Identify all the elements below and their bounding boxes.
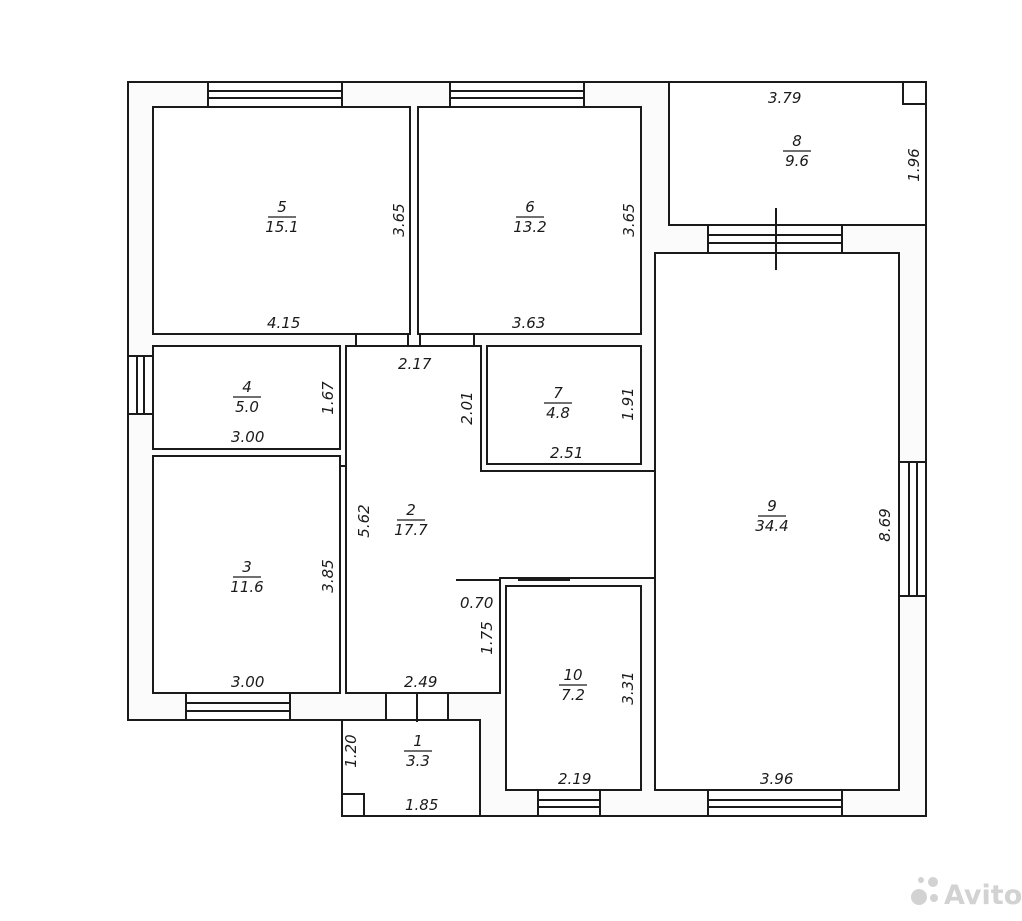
- dim-r3-width: 3.00: [231, 673, 264, 691]
- room-area: 7.2: [561, 686, 585, 704]
- room-number: 4: [242, 378, 252, 396]
- window-room-10: [537, 789, 601, 817]
- room-area: 13.2: [513, 218, 546, 236]
- dim-r4-width: 3.00: [231, 428, 264, 446]
- room-area: 15.1: [265, 218, 298, 236]
- window-room-6: [449, 81, 585, 108]
- room-number: 5: [277, 198, 287, 216]
- watermark: Avito: [911, 877, 1022, 911]
- room-3-label: 311.6: [230, 558, 263, 596]
- dim-r7-width: 2.51: [550, 444, 583, 462]
- dim-r6-width: 3.63: [512, 314, 545, 332]
- room-number: 2: [406, 501, 416, 519]
- room-6-label: 613.2: [513, 198, 546, 236]
- window-room-3: [185, 692, 291, 721]
- room-2-label: 217.7: [394, 501, 428, 539]
- room-1-label: 13.3: [404, 732, 432, 770]
- dim-r7-height: 1.91: [619, 387, 637, 420]
- dim-step-height: 1.75: [478, 621, 496, 654]
- room-8-label: 89.6: [783, 132, 811, 170]
- room-number: 10: [563, 666, 582, 684]
- dim-step-width: 0.70: [460, 594, 493, 612]
- niche-bottom-left: [341, 793, 365, 817]
- dim-r9-height: 8.69: [876, 508, 894, 541]
- dim-r2-top: 2.17: [398, 355, 432, 373]
- dim-r2-height: 5.62: [355, 504, 373, 537]
- avito-dots-icon: [911, 877, 938, 905]
- dim-r1-height: 1.20: [342, 734, 360, 767]
- dimension-labels: 4.15 3.65 3.63 3.65 3.79 1.96 3.00 1.67 …: [231, 89, 923, 814]
- dim-r3-height: 3.85: [319, 559, 337, 592]
- room-area: 4.8: [546, 404, 570, 422]
- window-room-4: [127, 355, 154, 415]
- room-8-outline: [668, 81, 927, 226]
- dim-r2-bottom: 2.49: [404, 673, 437, 691]
- dim-r4-height: 1.67: [319, 381, 337, 415]
- room-number: 9: [767, 497, 777, 515]
- window-room-9-bottom: [707, 789, 843, 817]
- window-room-9-right: [898, 461, 927, 597]
- dim-r5-height: 3.65: [390, 203, 408, 236]
- room-4-label: 45.0: [233, 378, 261, 416]
- dim-r10-height: 3.31: [619, 671, 637, 704]
- room-area: 17.7: [394, 521, 428, 539]
- room-number: 6: [525, 198, 535, 216]
- room-7-outline: [486, 345, 642, 465]
- room-number: 7: [553, 384, 563, 402]
- door-6-2: [419, 333, 475, 347]
- room-label-layer: 13.3217.7311.645.0515.1613.274.889.6934.…: [230, 132, 811, 770]
- room-area: 3.3: [406, 752, 430, 770]
- room-9-label: 934.4: [755, 497, 788, 535]
- watermark-text: Avito: [944, 880, 1022, 911]
- room-area: 11.6: [230, 578, 263, 596]
- niche-top-right: [902, 81, 927, 105]
- room-5-label: 515.1: [265, 198, 298, 236]
- dim-r8-height: 1.96: [905, 148, 923, 181]
- room-area: 34.4: [755, 517, 788, 535]
- dim-r9-width: 3.96: [760, 770, 793, 788]
- room-7-label: 74.8: [544, 384, 572, 422]
- room-number: 3: [242, 558, 252, 576]
- room-number: 1: [413, 732, 423, 750]
- room-area: 9.6: [785, 152, 809, 170]
- dim-r7-side: 2.01: [458, 391, 476, 424]
- window-room-5: [207, 81, 343, 108]
- dim-r1-width: 1.85: [405, 796, 438, 814]
- room-10-label: 107.2: [559, 666, 587, 704]
- room-area: 5.0: [235, 398, 259, 416]
- door-5-2: [355, 333, 409, 347]
- room-number: 8: [792, 132, 802, 150]
- dim-r6-height: 3.65: [620, 203, 638, 236]
- room-10-outline: [505, 585, 642, 791]
- dim-r8-width: 3.79: [768, 89, 801, 107]
- dim-r5-width: 4.15: [267, 314, 300, 332]
- doors: [340, 208, 777, 722]
- dim-r10-width: 2.19: [558, 770, 591, 788]
- room-3-outline: [152, 455, 341, 694]
